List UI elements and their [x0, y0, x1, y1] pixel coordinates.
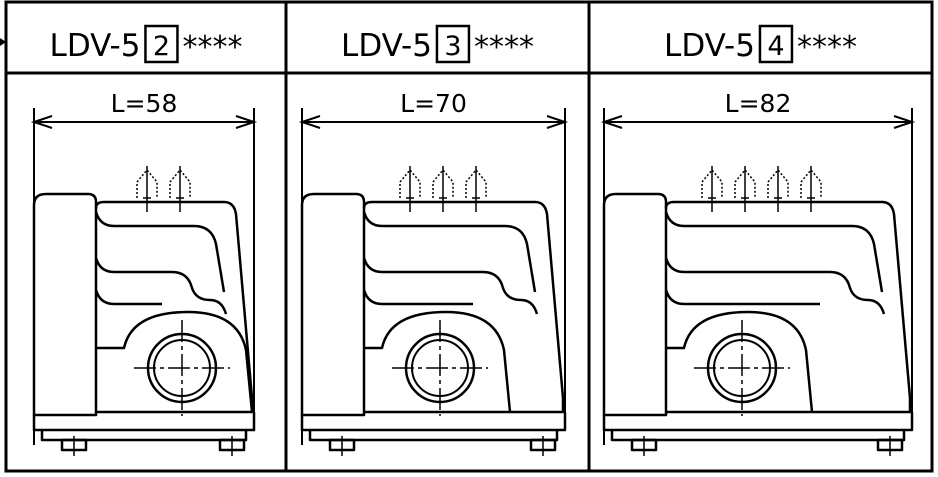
model-prefix: LDV-5	[664, 28, 755, 64]
outlet-fitting	[701, 166, 723, 212]
leader-arrow	[0, 38, 6, 46]
panel-2-outlet: LDV-5 2 ****L=58	[30, 24, 258, 456]
manifold-body	[300, 192, 567, 456]
outlet-fitting	[399, 166, 421, 212]
length-label: L=58	[111, 89, 178, 118]
panel-3-outlet: LDV-5 3 ****L=70	[298, 24, 569, 456]
model-code: 3	[444, 31, 461, 62]
model-code-box	[144, 24, 179, 64]
model-header: LDV-5 4 ****	[664, 24, 857, 65]
outlet-fitting	[136, 166, 158, 212]
port-circle	[134, 320, 230, 416]
manifold-body	[602, 192, 914, 456]
panel-4-outlet: LDV-5 4 ****L=82	[600, 24, 916, 456]
model-suffix: ****	[474, 30, 534, 65]
model-prefix: LDV-5	[341, 28, 432, 64]
model-code-box	[435, 24, 471, 64]
outlet-fitting	[767, 166, 789, 212]
table-frame	[4, 0, 934, 473]
model-header: LDV-5 3 ****	[341, 24, 534, 65]
length-dimension	[600, 108, 916, 445]
outlet-fitting	[169, 166, 191, 212]
model-header: LDV-5 2 ****	[50, 24, 242, 65]
model-prefix: LDV-5	[50, 28, 141, 64]
model-code-box	[758, 24, 794, 64]
model-suffix: ****	[182, 30, 242, 65]
outlet-fitting	[465, 166, 487, 212]
port-circle	[392, 320, 488, 416]
length-label: L=70	[400, 89, 467, 118]
port-circle	[694, 320, 790, 416]
manifold-body	[32, 192, 256, 456]
model-code: 2	[153, 31, 170, 62]
model-code: 4	[767, 31, 784, 62]
outlet-fitting	[800, 166, 822, 212]
model-suffix: ****	[797, 30, 857, 65]
outlet-fitting	[432, 166, 454, 212]
outlet-fitting	[734, 166, 756, 212]
length-label: L=82	[725, 89, 792, 118]
